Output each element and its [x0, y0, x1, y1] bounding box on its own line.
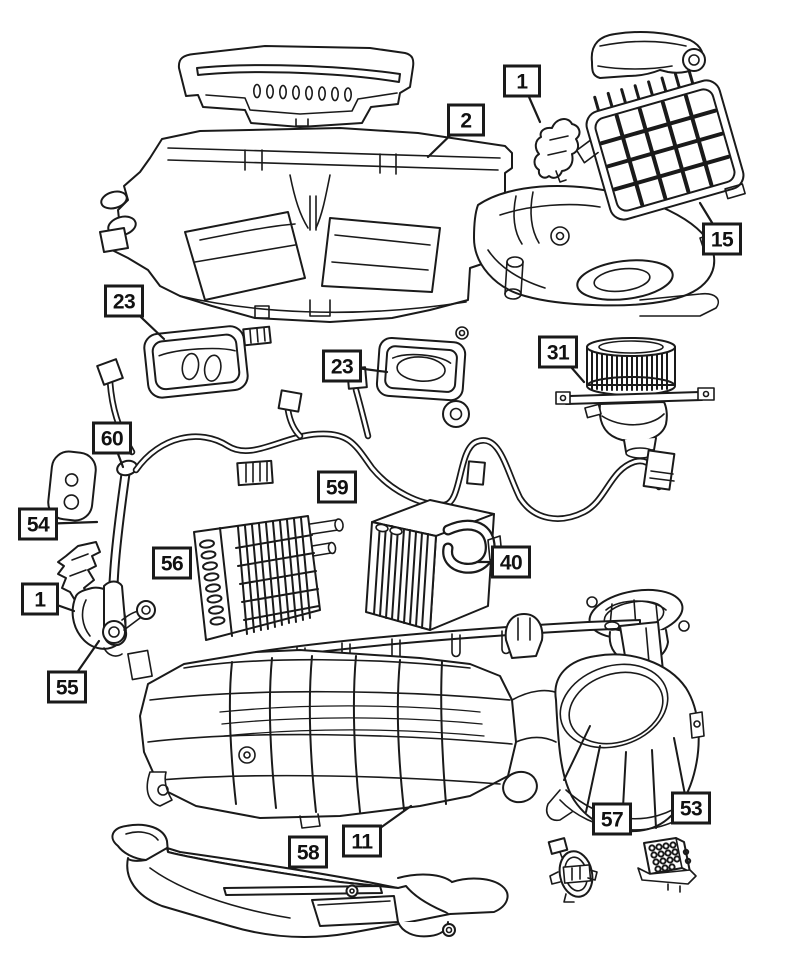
callout-58[interactable]: 58 [288, 835, 328, 869]
part-aspirator [547, 837, 598, 903]
part-vent-bezel-left [143, 325, 249, 399]
part-crank-bracket [57, 541, 156, 657]
callout-11[interactable]: 11 [342, 824, 382, 858]
callout-31[interactable]: 31 [538, 335, 578, 369]
part-filter-housing [575, 68, 746, 221]
callout-40[interactable]: 40 [491, 545, 531, 579]
callout-15[interactable]: 15 [702, 222, 742, 256]
callout-23[interactable]: 23 [104, 284, 144, 318]
part-evaporator [365, 499, 503, 631]
part-upper-housing [99, 127, 513, 323]
part-blower-scroll [545, 653, 705, 833]
part-wiring-harness [96, 325, 676, 522]
callout-59[interactable]: 59 [317, 470, 357, 504]
callout-56[interactable]: 56 [152, 546, 192, 580]
part-recirc-housing [455, 185, 725, 340]
callout-2[interactable]: 2 [447, 103, 485, 137]
part-floor-duct [111, 823, 509, 938]
callout-54[interactable]: 54 [18, 507, 58, 541]
part-blower-motor [555, 337, 715, 459]
callout-23[interactable]: 23 [322, 349, 362, 383]
part-cowl-scoop [590, 31, 706, 79]
callout-1[interactable]: 1 [21, 582, 59, 616]
callout-57[interactable]: 57 [592, 802, 632, 836]
part-heater-core [193, 515, 344, 641]
part-door-panel [47, 450, 97, 522]
part-defroster-cover [177, 45, 415, 128]
callout-60[interactable]: 60 [92, 421, 132, 455]
part-vent-bezel-right [375, 336, 470, 428]
callout-53[interactable]: 53 [671, 791, 711, 825]
part-lower-housing [127, 613, 671, 829]
callout-1[interactable]: 1 [503, 64, 541, 98]
callout-55[interactable]: 55 [47, 670, 87, 704]
part-mode-door-lever [533, 118, 581, 183]
part-blower-resistor [637, 837, 697, 893]
